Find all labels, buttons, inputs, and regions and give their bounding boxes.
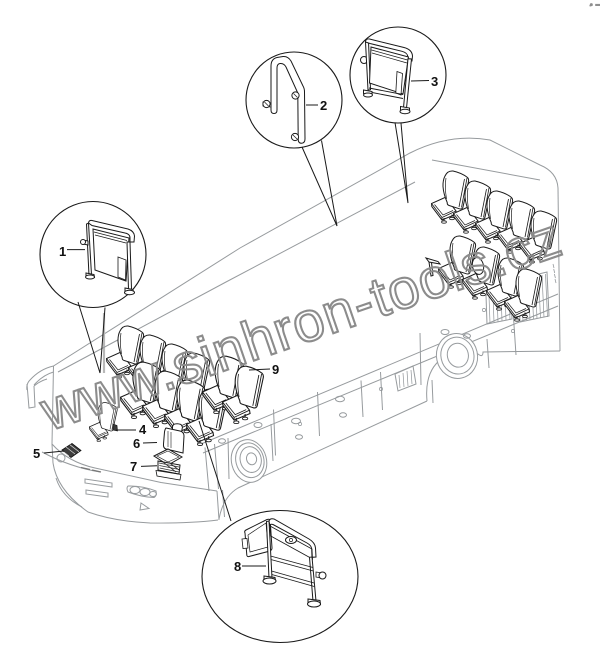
svg-text:9: 9 xyxy=(272,362,279,377)
svg-text:5: 5 xyxy=(33,446,40,461)
svg-text:1: 1 xyxy=(59,244,66,259)
svg-text:7: 7 xyxy=(130,459,137,474)
svg-text:4: 4 xyxy=(139,422,147,437)
svg-text:3: 3 xyxy=(431,74,438,89)
svg-text:6: 6 xyxy=(133,436,140,451)
svg-text:2: 2 xyxy=(320,98,327,113)
svg-text:8: 8 xyxy=(234,559,241,574)
